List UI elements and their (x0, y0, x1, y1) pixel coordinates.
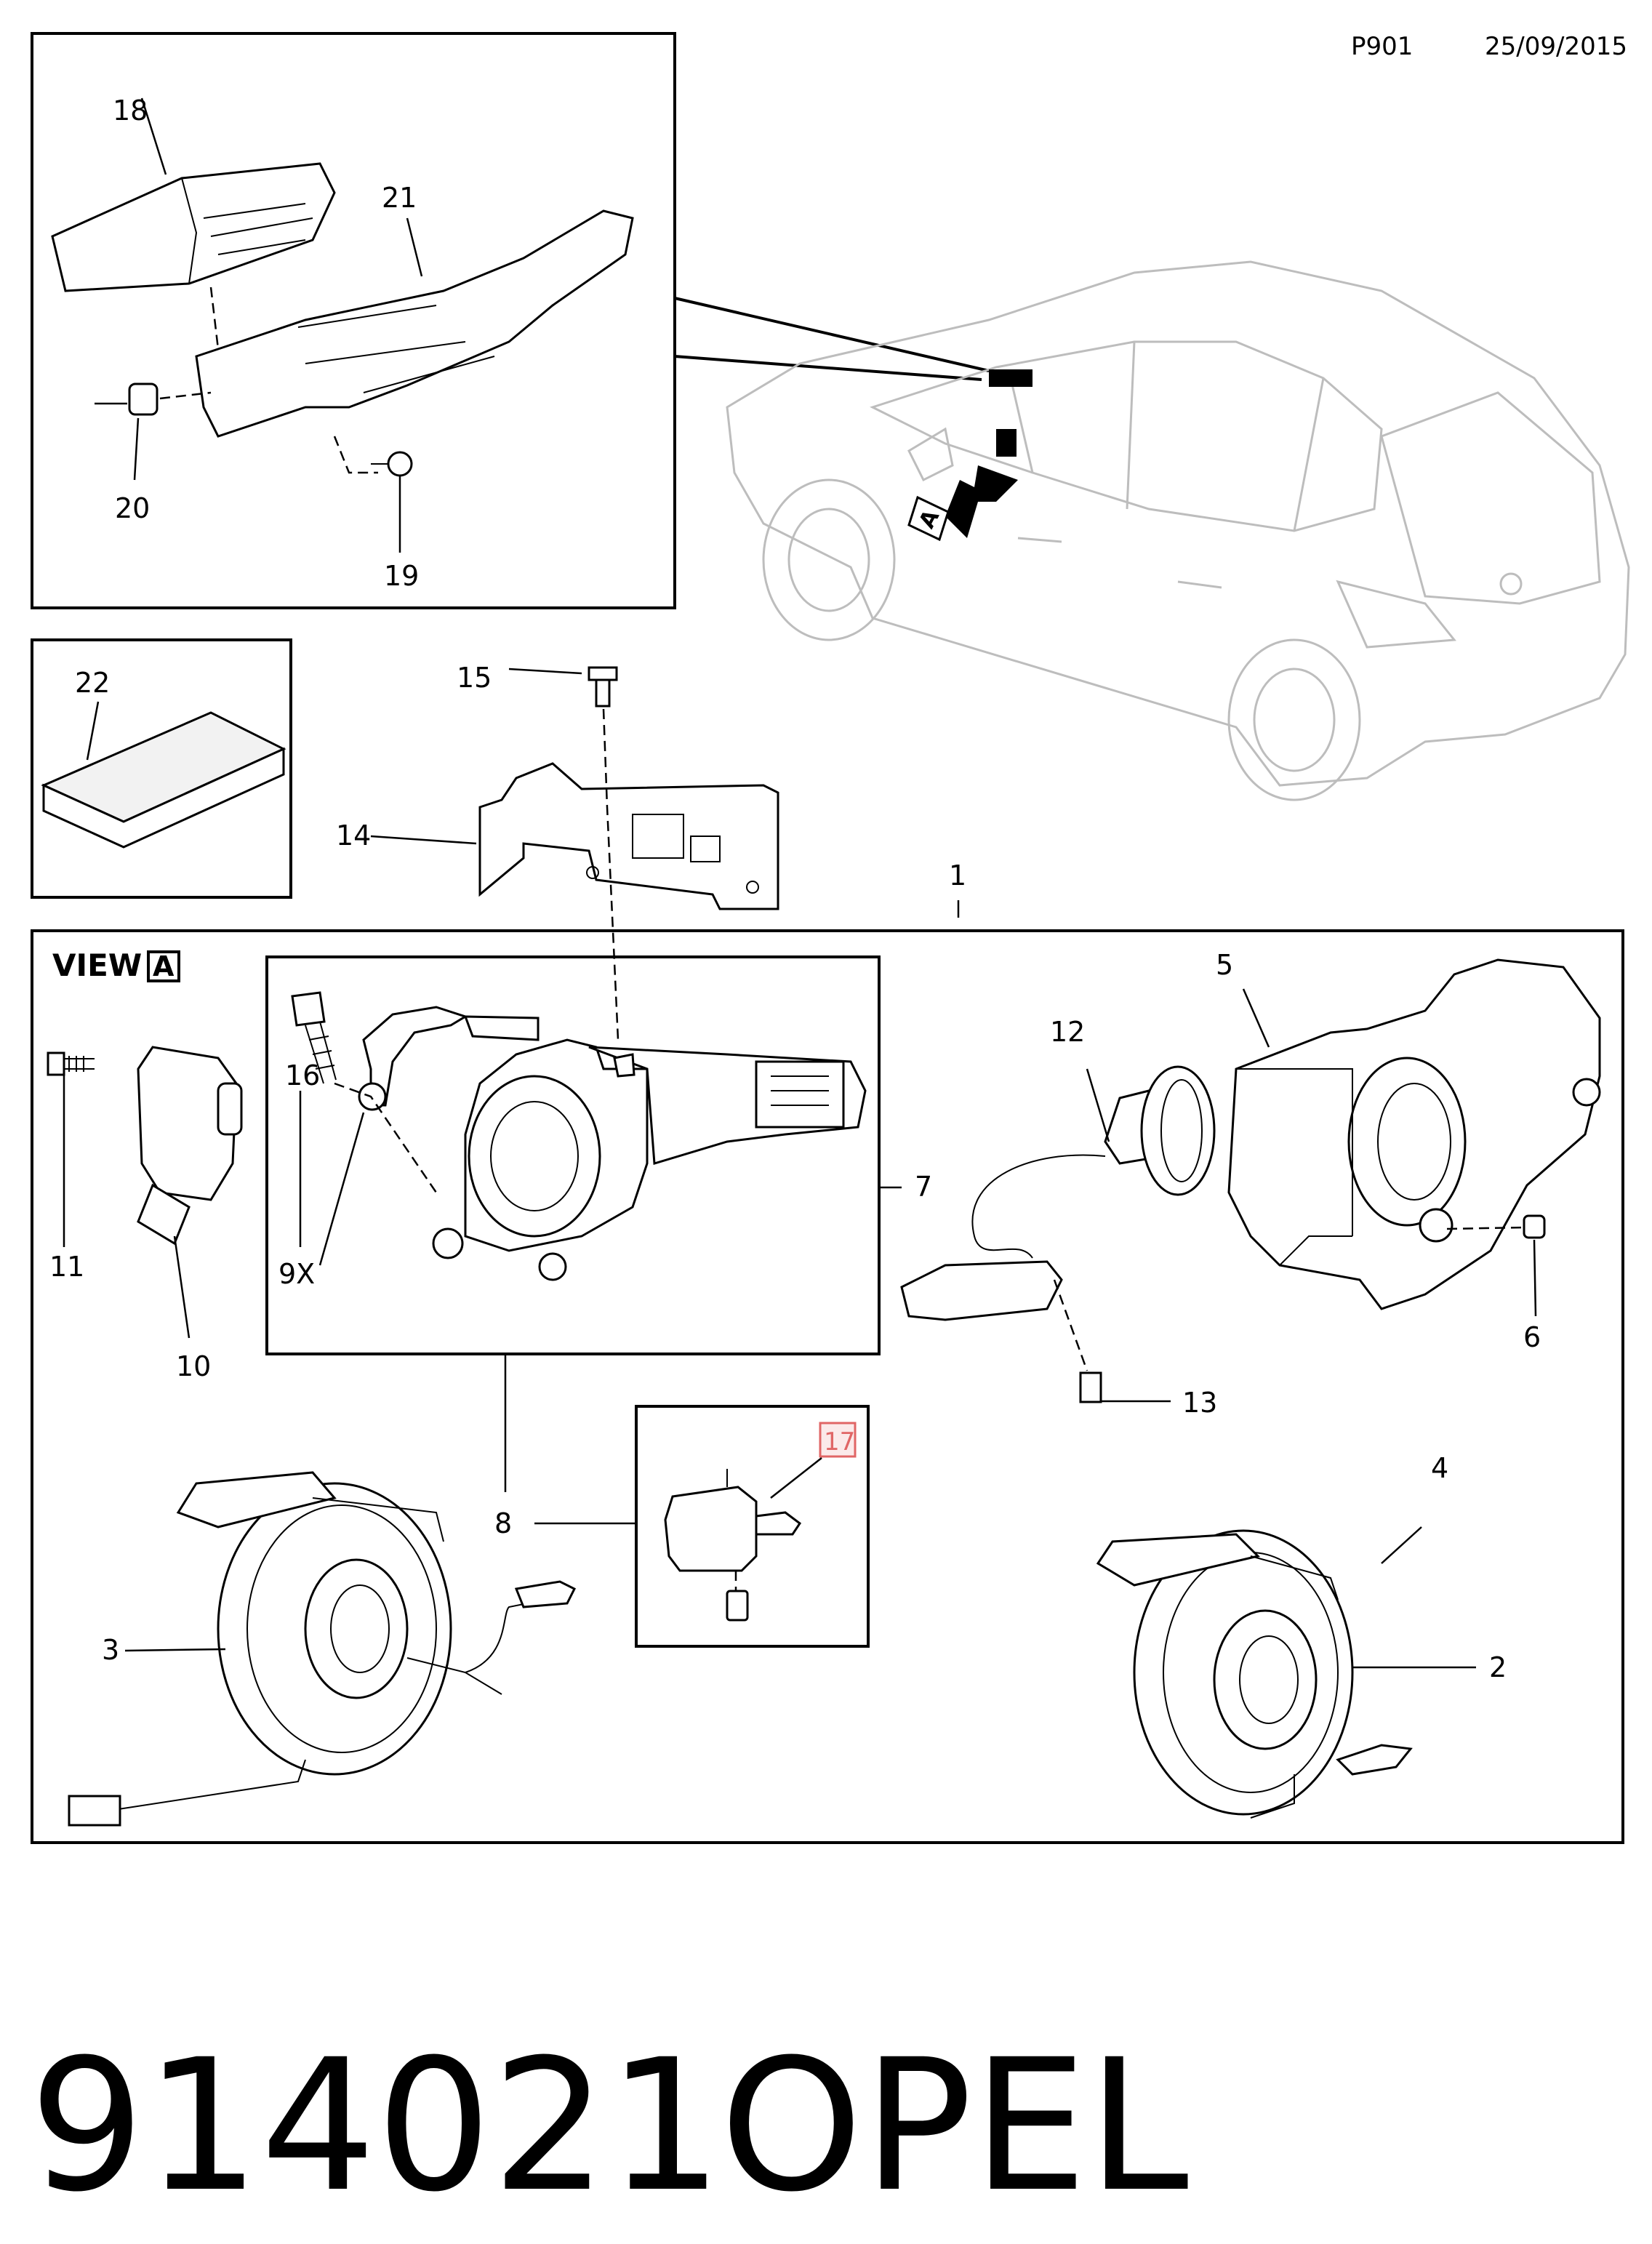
mount-location-icon (996, 429, 1017, 457)
callout-18: 18 (113, 95, 148, 127)
assembly-line-15 (602, 708, 620, 1041)
connector-13 (900, 1260, 1102, 1403)
car-illustration: A (726, 260, 1630, 801)
clock-spring-2 (1096, 1529, 1413, 1819)
part-number: 914021 (29, 2020, 723, 2232)
callout-2: 2 (1489, 1651, 1507, 1683)
screw-19 (371, 451, 413, 477)
screw-15 (588, 666, 618, 708)
callout-6: 6 (1523, 1321, 1541, 1353)
callout-11: 11 (49, 1251, 84, 1283)
inset-frame-22 (31, 638, 292, 899)
view-label: VIEW (52, 947, 142, 983)
inset-frame-upper (31, 32, 676, 609)
leaders-upper (95, 97, 423, 553)
leader-17 (770, 1457, 822, 1499)
callout-1: 1 (949, 859, 966, 891)
callout-17-highlight (819, 1422, 857, 1458)
callout-5: 5 (1216, 949, 1233, 981)
view-a-frame (31, 929, 1624, 1844)
callout-12: 12 (1050, 1016, 1085, 1048)
assembly-lines-upper (159, 286, 378, 474)
callout-19: 19 (384, 560, 419, 592)
callout-14: 14 (336, 820, 371, 851)
assembly-line-13 (1053, 1279, 1088, 1371)
lock-housing-7 (432, 1038, 867, 1281)
inset-frame-17 (635, 1405, 870, 1648)
callout-10: 10 (176, 1350, 211, 1382)
callout-4: 4 (1431, 1452, 1448, 1484)
switch-10 (137, 1046, 243, 1246)
leaders-12-13 (1086, 1068, 1171, 1403)
leaders-10-11 (63, 1062, 191, 1339)
module-18 (51, 162, 336, 292)
leaders-14-15 (370, 668, 582, 845)
callout-22: 22 (75, 667, 110, 699)
leaders-5-6 (1242, 988, 1537, 1317)
callout-9x: 9X (278, 1258, 315, 1290)
view-marker: A (153, 950, 175, 982)
callout-13: 13 (1182, 1387, 1217, 1419)
clock-spring-3 (68, 1471, 577, 1827)
leaders-2-4 (1352, 1526, 1476, 1669)
leader-3 (124, 1648, 226, 1652)
screw-6 (1523, 1214, 1546, 1239)
callout-15: 15 (457, 662, 492, 694)
sensor-12 (971, 1065, 1216, 1259)
page-code: P901 (1351, 32, 1413, 61)
view-marker-box (147, 950, 180, 982)
assembly-line-6 (1446, 1226, 1525, 1230)
nut-20 (128, 382, 159, 416)
bolt-16 (291, 991, 337, 1084)
view-arrow-icon (945, 465, 1018, 538)
callout-3: 3 (102, 1634, 119, 1666)
inset-frame-7 (265, 955, 881, 1355)
bracket-21 (195, 209, 634, 438)
leaders-7-9x-16 (299, 1091, 902, 1492)
pad-22 (41, 711, 286, 849)
assembly-line-16 (334, 1082, 438, 1193)
callout-21: 21 (382, 182, 417, 214)
brand-name: OPEL (720, 2020, 1189, 2232)
clip-9x (358, 1006, 540, 1111)
callout-20: 20 (115, 492, 150, 524)
page-date: 25/09/2015 (1485, 32, 1627, 61)
callout-17: 17 (824, 1427, 855, 1456)
callout-8: 8 (494, 1507, 512, 1539)
leader-22 (86, 701, 100, 761)
callout-7: 7 (915, 1171, 932, 1203)
switch-17 (664, 1469, 802, 1622)
column-lock-5 (1227, 958, 1601, 1310)
callout-16: 16 (285, 1059, 320, 1091)
bracket-14 (478, 762, 779, 910)
screw-11 (47, 1051, 95, 1076)
zoom-lines (674, 297, 990, 381)
